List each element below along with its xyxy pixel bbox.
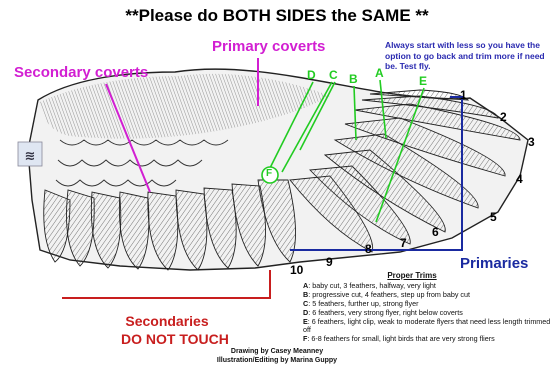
trim-label-b: B [349,72,358,86]
page-title: **Please do BOTH SIDES the SAME ** [0,6,554,26]
wing-edge-icon: ≋ [18,142,42,166]
primaries-label: Primaries [460,255,528,272]
feather-number-3: 3 [528,135,535,149]
feather-number-2: 2 [500,110,507,124]
trim-label-c: C [329,68,338,82]
credit-drawing: Drawing by Casey Meanney [0,348,554,357]
trim-label-d: D [307,68,316,82]
secondaries-bracket [62,270,270,298]
secondary-coverts-label: Secondary coverts [14,64,148,81]
credit-illustration: Illustration/Editing by Marina Guppy [0,357,554,366]
svg-text:≋: ≋ [25,149,36,164]
advice-note: Always start with less so you have the o… [385,40,553,72]
trim-label-f: F [266,168,272,179]
secondaries-label: Secondaries [122,313,212,329]
trim-label-e: E [419,74,427,88]
do-not-touch-label: DO NOT TOUCH [121,331,213,347]
feather-number-1: 1 [460,88,467,102]
trim-item-e: E: 6 feathers, light clip, weak to moder… [303,318,551,336]
trim-item-f: F: 6-8 feathers for small, light birds t… [303,335,551,344]
feather-number-9: 9 [326,255,333,269]
proper-trims-legend: Proper Trims A: baby cut, 3 feathers, ha… [303,272,551,344]
feather-number-4: 4 [516,172,523,186]
primary-coverts-label: Primary coverts [212,38,325,55]
proper-trims-heading: Proper Trims [273,272,551,281]
feather-number-8: 8 [365,242,372,256]
feather-number-5: 5 [490,210,497,224]
trim-label-a: A [375,66,384,80]
credits: Drawing by Casey Meanney Illustration/Ed… [0,348,554,365]
feather-number-6: 6 [432,225,439,239]
feather-number-7: 7 [400,236,407,250]
